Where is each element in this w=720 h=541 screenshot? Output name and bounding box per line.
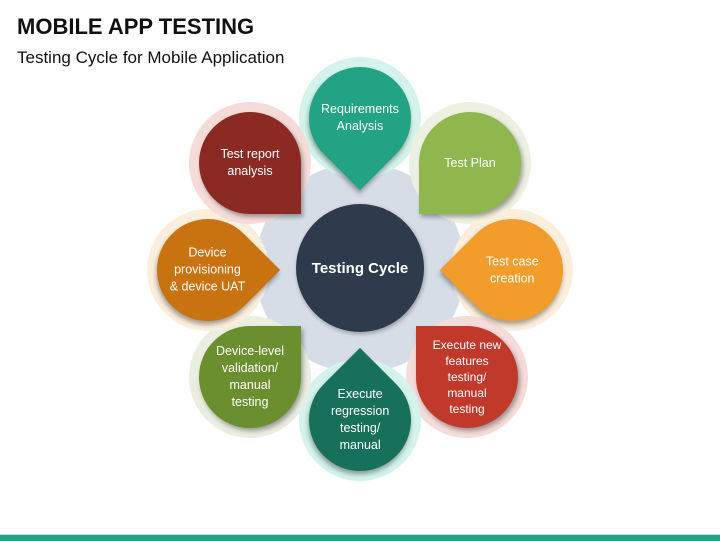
step-label: Device-level validation/ manual testing (215, 344, 285, 409)
center-hub: Testing Cycle (296, 204, 424, 332)
page-title: MOBILE APP TESTING (17, 14, 255, 39)
page-subtitle: Testing Cycle for Mobile Application (17, 48, 285, 67)
step-test-plan: Test Plan (419, 112, 521, 214)
step-test-report-analysis: Test report analysis (199, 112, 301, 214)
step-label: Test report analysis (220, 147, 280, 178)
step-label: Test Plan (444, 155, 496, 170)
step-label: Requirements Analysis (321, 101, 399, 133)
step-execute-new-features: Execute new features testing/ manual tes… (416, 326, 518, 428)
step-label: Execute new features testing/ manual tes… (432, 338, 502, 416)
step-device-level-validation: Device-level validation/ manual testing (199, 326, 301, 428)
step-label: Device provisioning & device UAT (170, 245, 246, 294)
step-label: Test case creation (485, 254, 539, 285)
step-label: Execute regression testing/ manual (330, 387, 390, 452)
bottom-accent-bar (0, 534, 720, 541)
center-label: Testing Cycle (311, 259, 409, 277)
